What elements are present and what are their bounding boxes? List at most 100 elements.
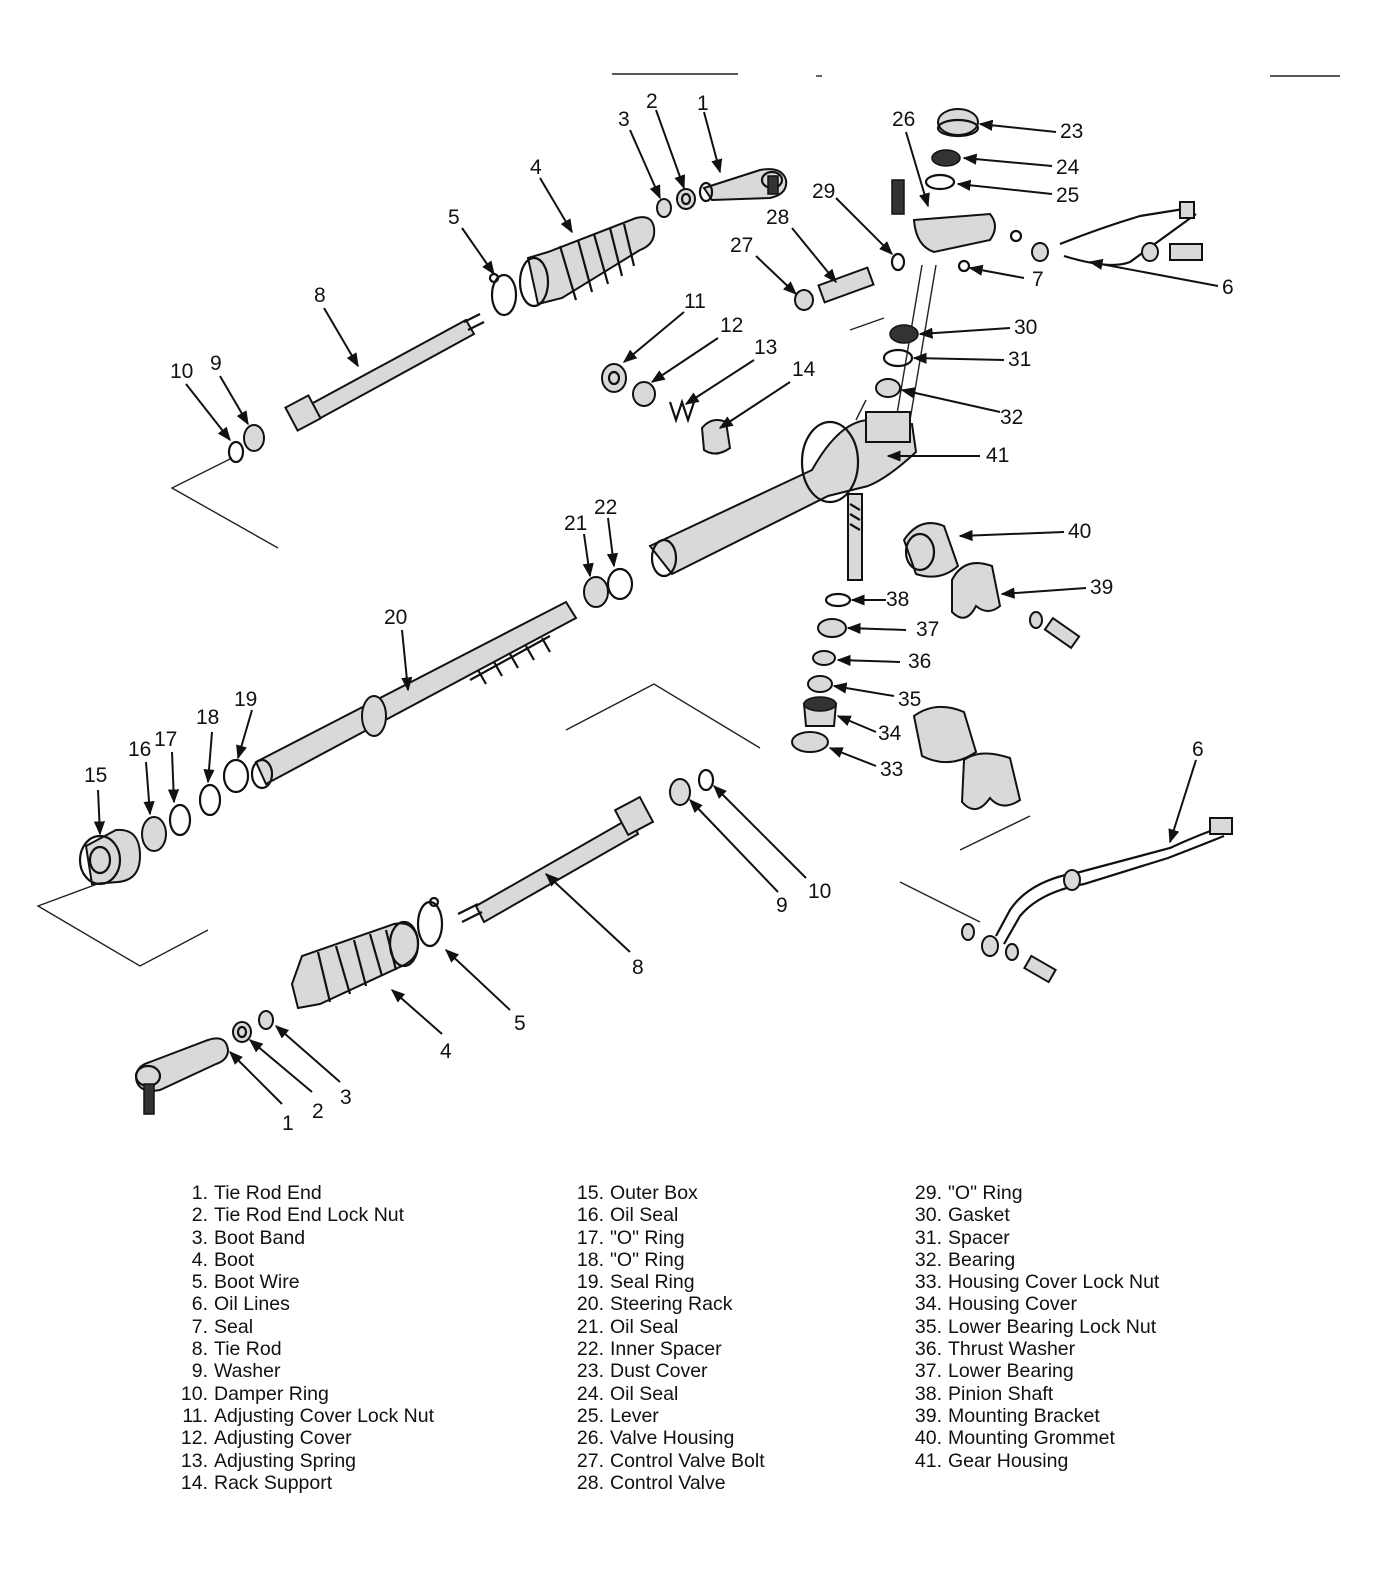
callout-33: 33: [880, 758, 903, 781]
legend-item: 14.Rack Support: [172, 1472, 434, 1494]
callout-23: 23: [1060, 120, 1083, 143]
gear-housing: [648, 411, 918, 578]
legend-item-number: 4.: [191, 1248, 208, 1271]
oil-seal-16: [141, 816, 167, 852]
callout-26: 26: [892, 108, 915, 131]
legend-item-number: 6.: [191, 1293, 208, 1316]
lever: [924, 173, 956, 191]
legend-item: 6. Oil Lines: [172, 1293, 434, 1315]
callout-16: 16: [128, 738, 151, 761]
washer-upper: [243, 424, 265, 452]
legend-item-label: Gear Housing: [948, 1449, 1069, 1472]
legend-item-label: Gasket: [948, 1204, 1010, 1227]
boot-upper: [518, 216, 656, 308]
callout-11: 11: [684, 290, 706, 313]
legend-item-number: 25.: [576, 1404, 604, 1427]
callout-22: 22: [594, 496, 617, 519]
exploded-parts-diagram: 1 2 3 4 5 8 9 10 11 12 13 14 23 24 25 26…: [36, 73, 1340, 1135]
control-valve: [817, 266, 875, 304]
o-ring-29: [890, 252, 906, 272]
legend-item: 34.Housing Cover: [906, 1293, 1159, 1315]
legend-item-label: Housing Cover: [948, 1293, 1077, 1316]
legend-item: 2.Tie Rod End Lock Nut: [172, 1204, 434, 1226]
callout-3-upper: 3: [618, 108, 630, 131]
callout-18: 18: [196, 706, 219, 729]
legend-item-number: 41.: [914, 1449, 942, 1472]
legend-item-label: Thrust Washer: [948, 1338, 1076, 1361]
oil-lines-upper: [1031, 201, 1203, 266]
callout-20: 20: [384, 606, 407, 629]
legend-item: 39. Mounting Bracket: [906, 1405, 1159, 1427]
callout-38: 38: [886, 588, 909, 611]
boot-band-lower: [258, 1010, 274, 1030]
tie-rod-lower: [457, 795, 655, 924]
legend-item-number: 10.: [180, 1382, 208, 1405]
legend-item: 7.Seal: [172, 1316, 434, 1338]
legend-item-number: 31.: [914, 1226, 942, 1249]
legend-item: 19.Seal Ring: [568, 1271, 765, 1293]
legend-item-number: 12.: [180, 1427, 208, 1450]
callout-4-upper: 4: [530, 156, 542, 179]
callout-9-upper: 9: [210, 352, 222, 375]
legend-item-number: 39.: [914, 1404, 942, 1427]
callout-27: 27: [730, 234, 753, 257]
legend-item-number: 19.: [576, 1271, 604, 1294]
legend-item-number: 14.: [180, 1471, 208, 1494]
legend-item-label: Mounting Bracket: [948, 1404, 1100, 1427]
lower-bearing: [817, 618, 847, 638]
legend-item-number: 24.: [576, 1382, 604, 1405]
legend-item: 37.Lower Bearing: [906, 1360, 1159, 1382]
legend-item-label: Housing Cover Lock Nut: [948, 1271, 1160, 1294]
callout-12: 12: [720, 314, 743, 337]
legend-item-number: 7.: [191, 1315, 208, 1338]
legend-item-label: Steering Rack: [610, 1293, 733, 1316]
callout-39: 39: [1090, 576, 1113, 599]
steering-rack: [250, 600, 578, 790]
legend-item: 27.Control Valve Bolt: [568, 1450, 765, 1472]
legend-item-label: Damper Ring: [214, 1382, 329, 1405]
adjusting-lock-nut: [601, 363, 627, 393]
callout-19: 19: [234, 688, 257, 711]
legend-item: 38.Pinion Shaft: [906, 1383, 1159, 1405]
legend-item-number: 3.: [191, 1226, 208, 1249]
adjusting-spring: [668, 398, 696, 424]
legend-item-number: 18.: [576, 1248, 604, 1271]
legend-item-number: 36.: [914, 1338, 942, 1361]
legend-item-number: 8.: [191, 1338, 208, 1361]
mounting-bracket-lower: [912, 705, 1022, 810]
legend-item-number: 1.: [191, 1182, 208, 1204]
legend-item: 29."O" Ring: [906, 1182, 1159, 1204]
dust-cover: [936, 108, 980, 138]
housing-cover-lock-nut: [791, 731, 829, 753]
callout-15: 15: [84, 764, 107, 787]
tie-rod-end-upper: [698, 168, 788, 203]
legend-item-label: Control Valve: [610, 1471, 726, 1494]
callout-9-lower: 9: [776, 894, 788, 917]
o-ring-18: [198, 783, 222, 817]
legend-item-number: 9.: [191, 1360, 208, 1383]
damper-ring-upper: [227, 440, 245, 464]
legend-item: 3.Boot Band: [172, 1227, 434, 1249]
legend-item-label: Boot: [214, 1248, 255, 1271]
legend-item-number: 40.: [914, 1427, 942, 1450]
legend-item-label: "O" Ring: [610, 1248, 685, 1271]
callout-5-upper: 5: [448, 206, 460, 229]
legend-item-label: Oil Lines: [214, 1293, 290, 1316]
legend-item-number: 17.: [576, 1226, 604, 1249]
legend-item: 30.Gasket: [906, 1204, 1159, 1226]
boot-wire-lower: [416, 896, 444, 948]
alignment-guides: [36, 264, 1031, 967]
legend-item-number: 11.: [182, 1404, 208, 1427]
legend-item-number: 15.: [576, 1182, 604, 1204]
spacer: [882, 348, 914, 368]
callout-8-lower: 8: [632, 956, 644, 979]
callout-4-lower: 4: [440, 1040, 452, 1063]
tie-rod-end-lower: [134, 1037, 230, 1115]
legend-item: 31.Spacer: [906, 1227, 1159, 1249]
lock-nut-upper: [676, 188, 696, 210]
callout-40: 40: [1068, 520, 1091, 543]
legend-item-label: Adjusting Cover Lock Nut: [214, 1404, 435, 1427]
legend-item-label: Oil Seal: [610, 1382, 679, 1405]
